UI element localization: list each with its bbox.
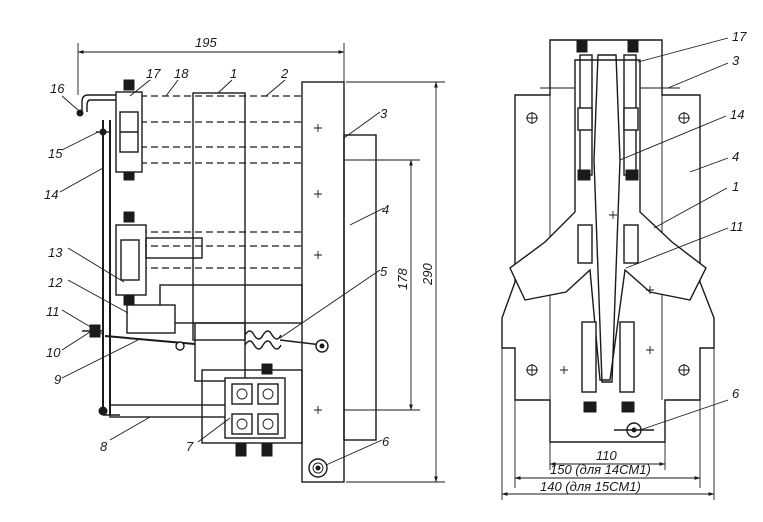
side-label-15: 15 xyxy=(48,146,63,161)
armature-lever xyxy=(104,304,196,351)
side-plate xyxy=(343,134,377,441)
dimension-140: 140 (для 15СМ1) xyxy=(501,348,715,500)
front-label-4: 4 xyxy=(732,149,739,164)
coil xyxy=(192,92,246,341)
dimension-150-text: 150 (для 14СМ1) xyxy=(550,462,651,477)
front-ground-screw xyxy=(614,422,654,438)
actuating-rod xyxy=(102,120,120,416)
dimension-290-text: 290 xyxy=(420,263,435,286)
side-label-3: 3 xyxy=(380,106,388,121)
adjusting-screw xyxy=(82,324,103,338)
dimension-150: 150 (для 14СМ1) xyxy=(514,400,701,488)
magnet-core-dashed xyxy=(140,95,302,269)
ground-screw xyxy=(308,458,328,478)
side-label-14: 14 xyxy=(44,187,58,202)
front-central-rod xyxy=(593,54,621,383)
side-label-17: 17 xyxy=(146,66,161,81)
top-screws xyxy=(76,109,110,136)
dimension-110: 110 xyxy=(549,442,666,470)
dimension-195: 195 xyxy=(77,35,345,95)
terminal-block xyxy=(201,363,303,457)
upper-contact-assembly xyxy=(81,79,143,181)
front-label-14: 14 xyxy=(730,107,744,122)
side-label-6: 6 xyxy=(382,434,390,449)
return-spring xyxy=(194,322,329,382)
front-label-17: 17 xyxy=(732,29,747,44)
side-label-10: 10 xyxy=(46,345,61,360)
lower-contact-assembly xyxy=(115,211,203,306)
side-label-16: 16 xyxy=(50,81,65,96)
front-view: 110 150 (для 14СМ1) 140 (для 15СМ1) 17 xyxy=(501,29,747,500)
side-label-18: 18 xyxy=(174,66,189,81)
front-contact-rods xyxy=(576,39,639,413)
side-label-4: 4 xyxy=(382,202,389,217)
front-label-1: 1 xyxy=(732,179,739,194)
dimension-178-text: 178 xyxy=(395,268,410,290)
front-label-3: 3 xyxy=(732,53,740,68)
side-label-8: 8 xyxy=(100,439,108,454)
front-coil xyxy=(509,59,707,381)
front-label-11: 11 xyxy=(730,219,744,234)
side-label-5: 5 xyxy=(380,264,388,279)
dimension-290: 290 xyxy=(346,81,445,483)
side-view: 195 290 178 xyxy=(44,35,445,483)
dimension-140-text: 140 (для 15СМ1) xyxy=(540,479,641,494)
side-label-12: 12 xyxy=(48,275,63,290)
side-label-2: 2 xyxy=(280,66,289,81)
dimension-110-text: 110 xyxy=(596,448,617,463)
side-label-1: 1 xyxy=(230,66,237,81)
front-label-6: 6 xyxy=(732,386,740,401)
front-view-leaders: 17 3 14 4 1 11 6 xyxy=(619,29,747,431)
side-label-9: 9 xyxy=(54,372,61,387)
mounting-holes xyxy=(314,124,322,414)
dimension-178: 178 xyxy=(318,159,420,411)
side-label-11: 11 xyxy=(46,304,60,319)
dimension-195-text: 195 xyxy=(195,35,217,50)
side-label-7: 7 xyxy=(186,439,194,454)
side-view-leaders: 16 15 14 13 12 11 10 9 8 7 17 18 1 2 3 4… xyxy=(44,66,390,466)
front-mounting-holes xyxy=(526,112,690,376)
base-plate xyxy=(301,81,345,483)
side-label-13: 13 xyxy=(48,245,63,260)
